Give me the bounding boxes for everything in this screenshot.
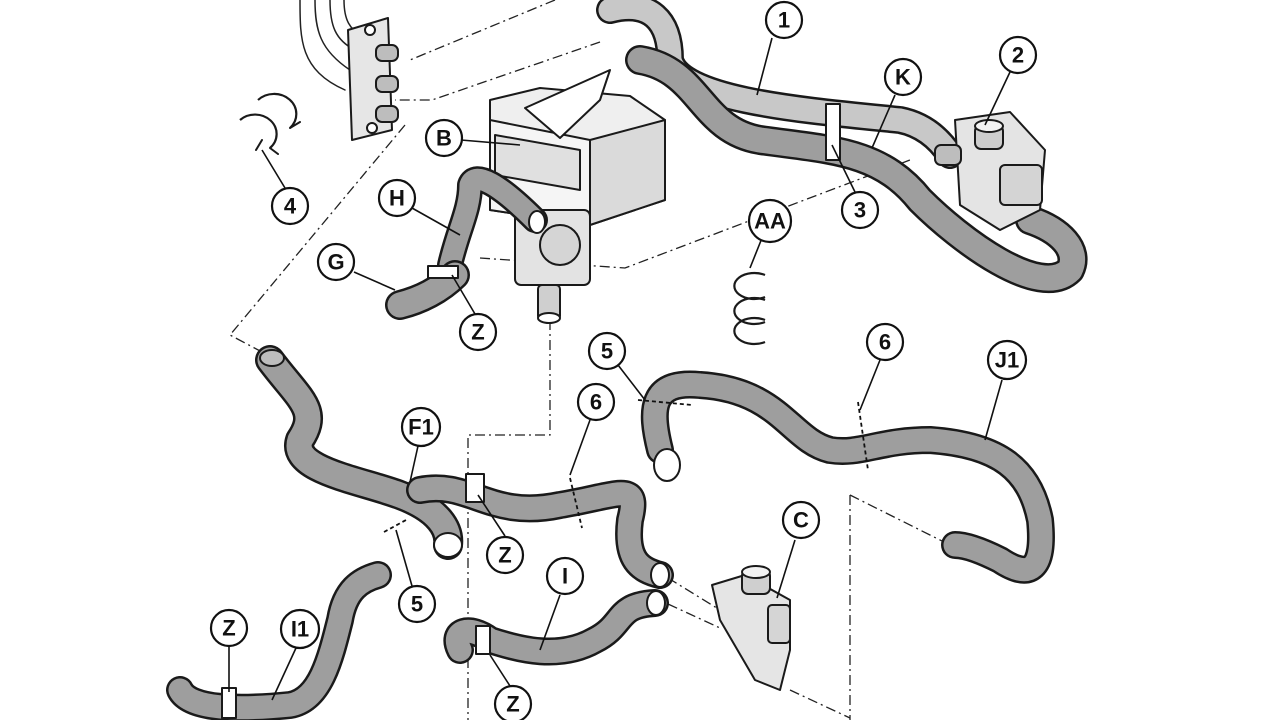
hose-h xyxy=(437,166,548,278)
svg-text:I: I xyxy=(562,564,568,589)
hose-k xyxy=(625,45,1088,294)
callout-z3: Z xyxy=(493,684,533,720)
svg-text:I1: I1 xyxy=(291,617,309,642)
hose-j1 xyxy=(640,370,1055,584)
callout-g: G xyxy=(316,242,356,282)
callout-j1: J1 xyxy=(986,339,1028,381)
callout-i: I xyxy=(545,556,585,596)
svg-text:Z: Z xyxy=(222,616,235,641)
callout-6b: 6 xyxy=(576,382,616,422)
svg-text:J1: J1 xyxy=(995,348,1019,373)
hose-1 xyxy=(596,0,964,169)
callout-2: 2 xyxy=(998,35,1038,75)
hose-clips-aa xyxy=(733,271,766,346)
svg-text:Z: Z xyxy=(471,320,484,345)
callout-5b: 5 xyxy=(397,584,437,624)
svg-text:G: G xyxy=(327,250,344,275)
hose-g xyxy=(385,260,470,320)
svg-text:6: 6 xyxy=(879,330,891,355)
callout-c: C xyxy=(781,500,821,540)
svg-text:Z: Z xyxy=(498,543,511,568)
callout-aa: AA xyxy=(747,198,793,244)
svg-text:K: K xyxy=(895,65,911,90)
callout-z2: Z xyxy=(485,535,525,575)
callout-3: 3 xyxy=(840,190,880,230)
callout-k: K xyxy=(883,57,923,97)
callouts: 1 2 3 4 5 5 6 6 K B H G Z AA F1 Z J1 C I… xyxy=(209,0,1038,720)
svg-text:3: 3 xyxy=(854,198,866,223)
cut-marks xyxy=(383,399,869,533)
callout-b: B xyxy=(424,118,464,158)
callout-6a: 6 xyxy=(865,322,905,362)
svg-text:F1: F1 xyxy=(408,415,434,440)
callout-5a: 5 xyxy=(587,331,627,371)
callout-f1: F1 xyxy=(400,406,442,448)
coolant-fitting-c xyxy=(711,565,791,691)
callout-h: H xyxy=(377,178,417,218)
svg-text:B: B xyxy=(436,126,452,151)
svg-text:AA: AA xyxy=(754,209,786,234)
callout-4: 4 xyxy=(270,186,310,226)
callout-i1: I1 xyxy=(279,608,321,650)
svg-text:4: 4 xyxy=(284,194,297,219)
hose-6-middle xyxy=(406,473,674,589)
hose-i xyxy=(443,589,669,666)
callout-1: 1 xyxy=(764,0,804,40)
svg-text:5: 5 xyxy=(411,592,423,617)
coolant-valve-2 xyxy=(934,111,1046,231)
svg-text:Z: Z xyxy=(506,692,519,717)
hose-i1 xyxy=(166,561,392,720)
heater-unit-b xyxy=(489,69,666,324)
svg-text:C: C xyxy=(793,508,809,533)
svg-text:5: 5 xyxy=(601,339,613,364)
svg-text:2: 2 xyxy=(1012,43,1024,68)
svg-text:6: 6 xyxy=(590,390,602,415)
svg-text:1: 1 xyxy=(778,8,790,33)
hose-f1 xyxy=(255,345,464,560)
callout-z1: Z xyxy=(458,312,498,352)
svg-text:H: H xyxy=(389,186,405,211)
callout-z4: Z xyxy=(209,608,249,648)
hose-clips-4 xyxy=(239,92,301,155)
leader-lines xyxy=(228,37,1011,701)
coolant-pipes-top-left xyxy=(299,0,399,141)
